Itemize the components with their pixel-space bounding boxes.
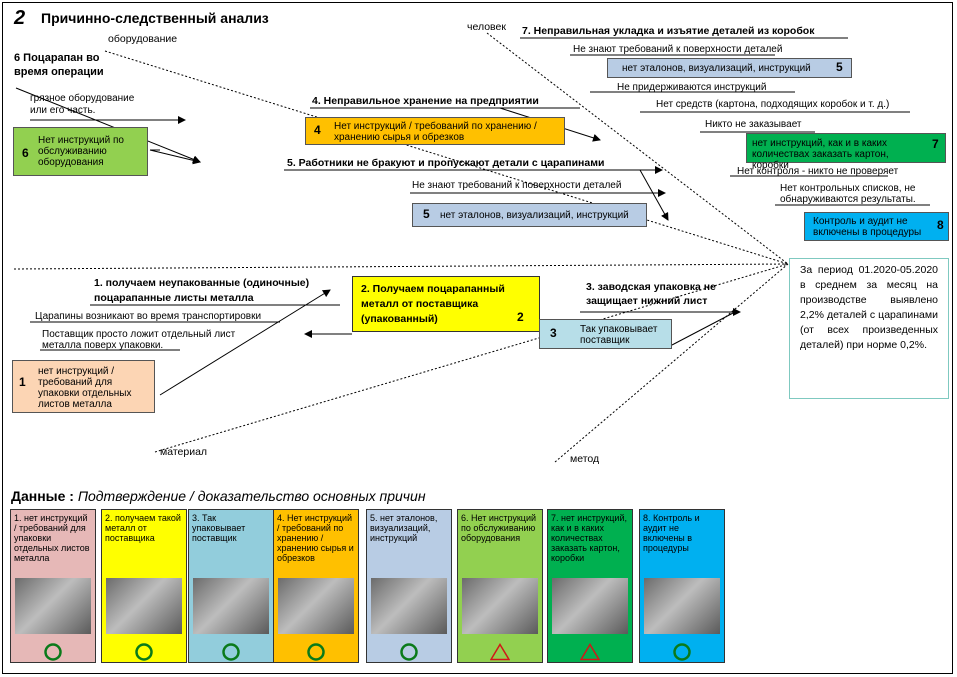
evidence-photo <box>106 578 182 634</box>
cause-7-box-7: нет инструкций, как и в каких количества… <box>746 133 946 171</box>
evidence-card-label: 6. Нет инструкций по обслуживанию оборуд… <box>461 513 537 543</box>
cause-3-title-line2: защищает нижний лист <box>586 295 708 307</box>
cause-2-label: 2. Получаем поцарапанный металл от поста… <box>361 283 505 325</box>
evidence-card-label: 7. нет инструкций, как и в каких количес… <box>551 513 627 563</box>
status-triangle-icon <box>490 643 510 661</box>
evidence-card-label: 3. Так упаковывает поставщик <box>192 513 246 543</box>
category-material: материал <box>160 446 208 458</box>
evidence-photo <box>462 578 538 634</box>
cause-7-box-7-label: нет инструкций, как и в каких количества… <box>752 138 889 171</box>
cause-7-sub1: Не знают требований к поверхности детале… <box>573 44 783 55</box>
cause-6-box: 6 Нет инструкций по обслуживанию оборудо… <box>13 127 148 176</box>
cause-1-box: 1 нет инструкций / требований для упаков… <box>12 360 155 413</box>
evidence-card-label: 8. Контроль и аудит не включены в процед… <box>643 513 700 553</box>
evidence-card: 2. получаем такой металл от поставщика <box>101 509 187 663</box>
category-equipment: оборудование <box>108 33 178 45</box>
cause-1-box-num: 1 <box>19 375 26 389</box>
cause-7-box-7-num: 7 <box>932 137 939 151</box>
cause-1-sub2-line1: Поставщик просто ложит отдельный лист <box>42 329 236 340</box>
evidence-card: 6. Нет инструкций по обслуживанию оборуд… <box>457 509 543 663</box>
section-number: 2 <box>14 7 26 29</box>
evidence-card-label: 5. нет эталонов, визуализаций, инструкци… <box>370 513 438 543</box>
cause-6-sub-line1: грязное оборудование <box>30 93 135 104</box>
cause-5-box-num: 5 <box>423 207 430 221</box>
evidence-card: 3. Так упаковывает поставщик <box>188 509 274 663</box>
evidence-card-label: 1. нет инструкций / требований для упако… <box>14 513 90 563</box>
effect-text: За период 01.2020-05.2020 в среднем за м… <box>800 264 938 351</box>
evidence-card: 8. Контроль и аудит не включены в процед… <box>639 509 725 663</box>
cause-4-title: 4. Неправильное хранение на предприятии <box>312 95 539 107</box>
evidence-card: 7. нет инструкций, как и в каких количес… <box>547 509 633 663</box>
evidence-title-italic: Подтверждение / доказательство основных … <box>77 488 426 504</box>
evidence-title: Данные : Подтверждение / доказательство … <box>11 488 426 504</box>
page-title: Причинно-следственный анализ <box>41 10 269 26</box>
cause-6-title-line2: время операции <box>14 66 104 78</box>
cause-5-box: 5 нет эталонов, визуализаций, инструкций <box>412 203 647 227</box>
cause-3-box: 3 Так упаковывает поставщик <box>539 319 672 349</box>
cause-3-box-label: Так упаковывает поставщик <box>580 324 658 346</box>
cause-7-sub4: Никто не заказывает <box>705 119 802 130</box>
cause-4-box-num: 4 <box>314 123 321 137</box>
cause-5-title: 5. Работники не бракуют и пропускают дет… <box>287 157 605 169</box>
category-method: метод <box>570 453 600 465</box>
cause-7-title: 7. Неправильная укладка и изъятие детале… <box>522 25 815 37</box>
cause-8-box-label: Контроль и аудит не включены в процедуры <box>813 216 922 238</box>
cause-7-box-5: нет эталонов, визуализаций, инструкций 5 <box>607 58 852 78</box>
cause-3-title-line1: 3. заводская упаковка не <box>586 281 716 293</box>
evidence-photo <box>644 578 720 634</box>
cause-1-sub1: Царапины возникают во время транспортиро… <box>35 311 262 322</box>
status-triangle-icon <box>580 643 600 661</box>
category-people: человек <box>467 21 506 33</box>
cause-6-box-num: 6 <box>22 146 29 160</box>
cause-1-box-label: нет инструкций / требований для упаковки… <box>38 366 132 410</box>
evidence-card: 5. нет эталонов, визуализаций, инструкци… <box>366 509 452 663</box>
evidence-card: 1. нет инструкций / требований для упако… <box>10 509 96 663</box>
evidence-card: 4. Нет инструкций / требований по хранен… <box>273 509 359 663</box>
cause-8-sub2-line2: обнаруживаются результаты. <box>780 194 916 205</box>
cause-8-sub2-line1: Нет контрольных списков, не <box>780 183 916 194</box>
status-circle-icon <box>44 643 62 661</box>
evidence-photo <box>552 578 628 634</box>
cause-8-sub1: Нет контроля - никто не проверяет <box>737 166 899 177</box>
cause-7-sub3: Нет средств (картона, подходящих коробок… <box>656 99 890 110</box>
cause-1-sub2-line2: металла поверх упаковки. <box>42 340 164 351</box>
evidence-photo <box>15 578 91 634</box>
cause-8-box-num: 8 <box>937 218 944 232</box>
evidence-photo <box>278 578 354 634</box>
status-circle-icon <box>135 643 153 661</box>
evidence-photo <box>193 578 269 634</box>
cause-6-box-label: Нет инструкций по обслуживанию оборудова… <box>38 135 124 168</box>
cause-2-num: 2 <box>517 310 524 324</box>
cause-5-sub: Не знают требований к поверхности детале… <box>412 180 622 191</box>
cause-4-box-label: Нет инструкций / требований по хранению … <box>334 121 537 143</box>
status-circle-icon <box>222 643 240 661</box>
status-circle-icon <box>400 643 418 661</box>
cause-1-title-line2: поцарапанные листы металла <box>94 292 254 304</box>
cause-6-title-line1: 6 Поцарапан во <box>14 52 100 64</box>
cause-2-box: 2. Получаем поцарапанный металл от поста… <box>352 276 540 332</box>
cause-3-box-num: 3 <box>550 326 557 340</box>
evidence-title-bold: Данные : <box>11 488 78 504</box>
evidence-photo <box>371 578 447 634</box>
effect-box: За период 01.2020-05.2020 в среднем за м… <box>789 258 949 399</box>
evidence-card-label: 4. Нет инструкций / требований по хранен… <box>277 513 354 563</box>
cause-7-box-5-label: нет эталонов, визуализаций, инструкций <box>622 63 811 74</box>
status-circle-icon <box>307 643 325 661</box>
cause-4-box: 4 Нет инструкций / требований по хранени… <box>305 117 565 145</box>
cause-8-box: Контроль и аудит не включены в процедуры… <box>804 212 949 241</box>
status-circle-icon <box>673 643 691 661</box>
cause-6-sub-line2: или его часть. <box>30 105 96 116</box>
cause-1-title-line1: 1. получаем неупакованные (одиночные) <box>94 277 310 289</box>
cause-7-sub2: Не придерживаются инструкций <box>617 82 767 93</box>
evidence-card-label: 2. получаем такой металл от поставщика <box>105 513 181 543</box>
cause-5-box-label: нет эталонов, визуализаций, инструкций <box>440 210 629 221</box>
cause-7-box-5-num: 5 <box>836 60 843 74</box>
